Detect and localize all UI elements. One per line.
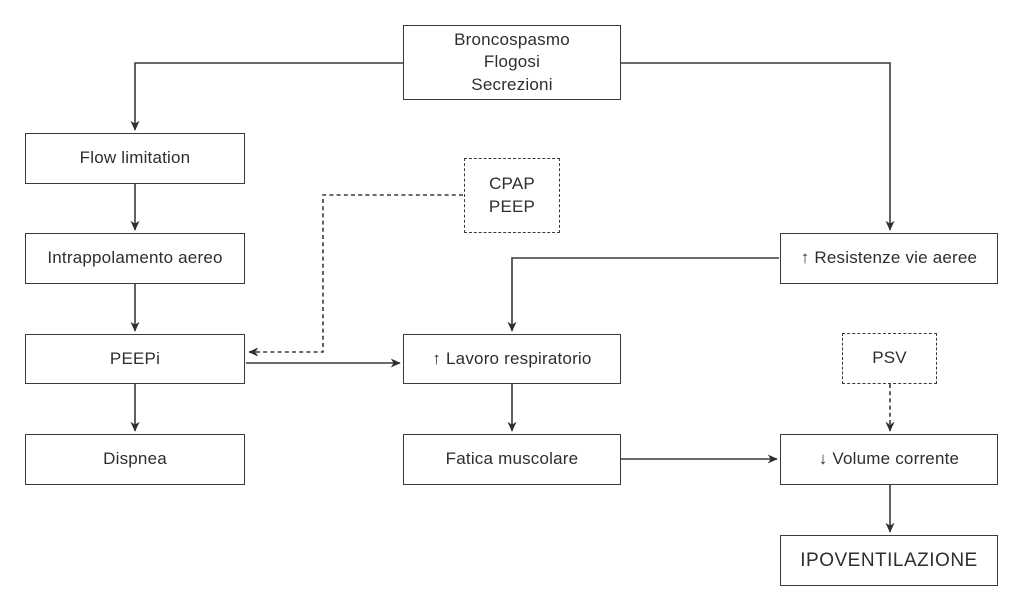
node-cpap-peep: CPAP PEEP [464, 158, 560, 233]
node-volume-corrente-label: ↓ Volume corrente [818, 449, 960, 469]
node-intrappolamento-aereo: Intrappolamento aereo [25, 233, 245, 284]
node-fatica-muscolare-label: Fatica muscolare [445, 449, 579, 469]
node-fatica-muscolare: Fatica muscolare [403, 434, 621, 485]
node-lavoro-respiratorio-label: ↑ Lavoro respiratorio [432, 348, 592, 368]
node-ipoventilazione: IPOVENTILAZIONE [780, 535, 998, 586]
node-flow-limitation-label: Flow limitation [79, 148, 191, 168]
node-cpap-peep-label: CPAP PEEP [489, 173, 535, 218]
node-ipoventilazione-label: IPOVENTILAZIONE [800, 549, 978, 571]
node-dispnea-label: Dispnea [103, 449, 167, 469]
arrow-cpap-peep-to-peepi [248, 194, 463, 357]
peep-line: PEEP [488, 196, 536, 216]
node-resistenze-vie-aeree-label: ↑ Resistenze vie aeree [800, 248, 978, 268]
node-lavoro-respiratorio: ↑ Lavoro respiratorio [403, 334, 621, 384]
node-dispnea: Dispnea [25, 434, 245, 485]
node-peepi: PEEPi [25, 334, 245, 384]
node-intrappolamento-aereo-label: Intrappolamento aereo [47, 248, 223, 268]
broncospasmo-line-3: Secrezioni [471, 74, 553, 94]
arrow-resistenze-to-lavoro-respiratorio [507, 257, 779, 332]
node-psv-label: PSV [872, 348, 907, 368]
node-broncospasmo-label: Broncospasmo Flogosi Secrezioni [454, 29, 570, 96]
node-broncospasmo: Broncospasmo Flogosi Secrezioni [403, 25, 621, 100]
node-volume-corrente: ↓ Volume corrente [780, 434, 998, 485]
arrow-broncospasmo-to-resistenze [621, 62, 895, 231]
node-resistenze-vie-aeree: ↑ Resistenze vie aeree [780, 233, 998, 284]
arrow-broncospasmo-to-flow-limitation [130, 62, 403, 131]
node-psv: PSV [842, 333, 937, 384]
node-flow-limitation: Flow limitation [25, 133, 245, 184]
cpap-line: CPAP [489, 174, 535, 194]
broncospasmo-line-2: Flogosi [483, 52, 541, 72]
broncospasmo-line-1: Broncospasmo [454, 29, 570, 49]
node-peepi-label: PEEPi [109, 348, 161, 368]
